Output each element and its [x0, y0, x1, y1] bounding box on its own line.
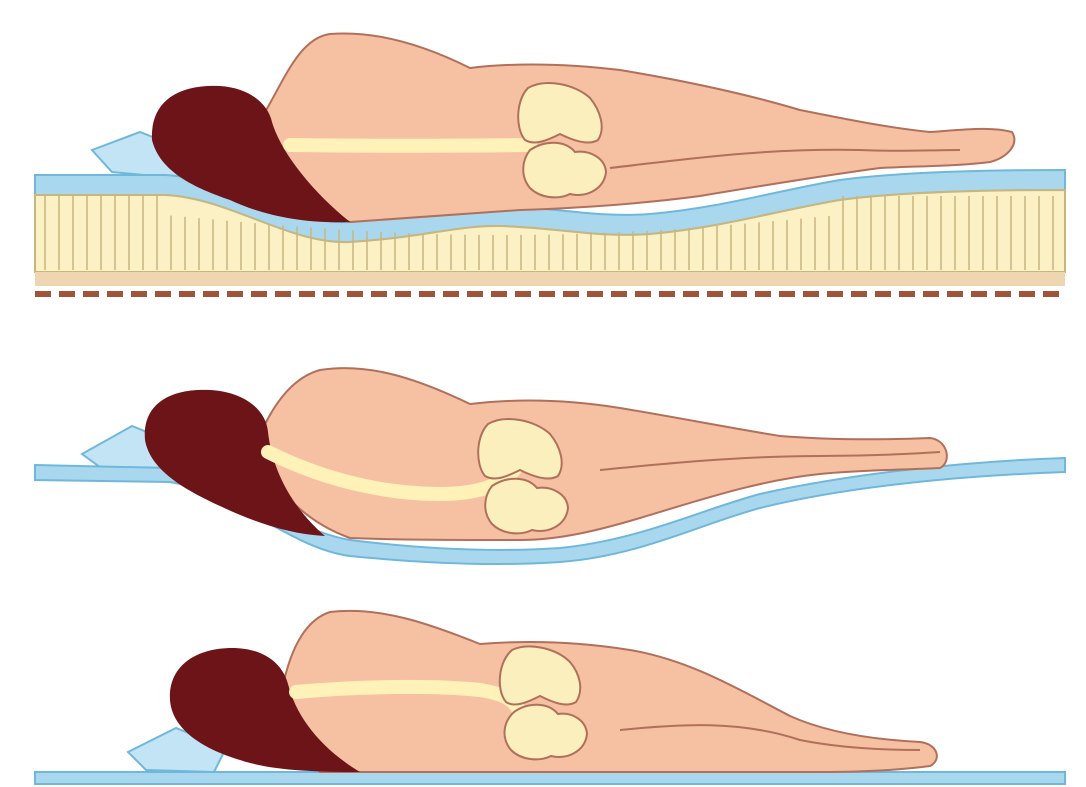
- panel-hard-surface: [35, 611, 1065, 784]
- spine: [290, 145, 530, 146]
- body: [258, 368, 947, 540]
- panel-soft-mattress: [35, 368, 1065, 564]
- mattress-base: [35, 272, 1065, 286]
- hard-surface: [35, 772, 1065, 784]
- panel-spring-mattress: [35, 33, 1065, 294]
